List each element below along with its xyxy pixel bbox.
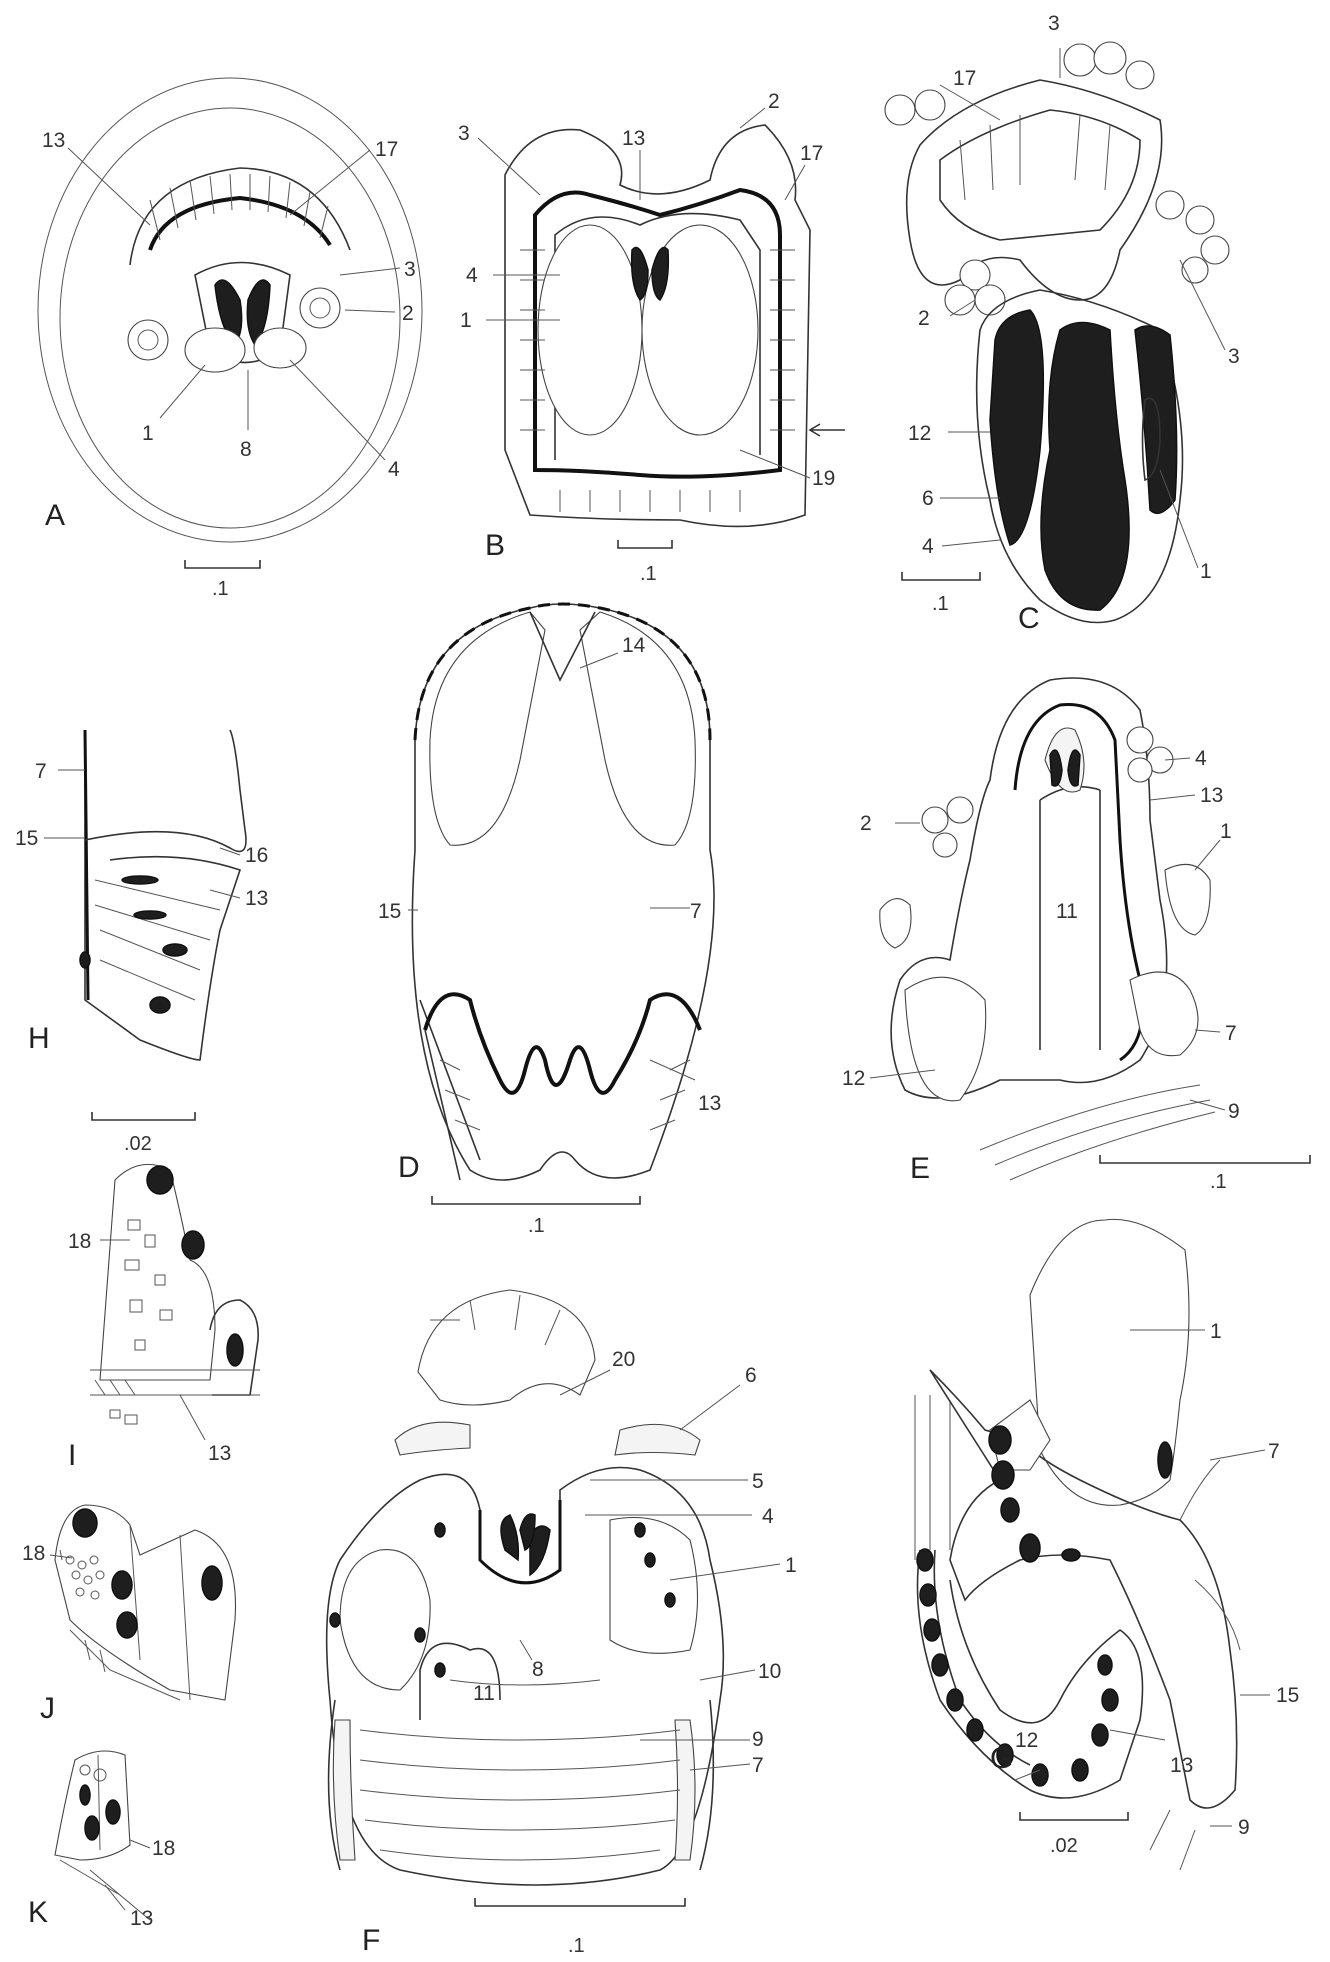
panel-h-label-15: 15 bbox=[15, 827, 38, 850]
panel-g-label-9: 9 bbox=[1238, 1816, 1250, 1839]
panel-e-label-13: 13 bbox=[1200, 784, 1223, 807]
panel-c-label-3-top: 3 bbox=[1048, 12, 1060, 35]
panel-h-scale: .02 bbox=[124, 1133, 152, 1155]
panel-g-label-15: 15 bbox=[1276, 1684, 1299, 1707]
panel-c-label-3-side: 3 bbox=[1228, 345, 1240, 368]
panel-f-label-5: 5 bbox=[752, 1470, 764, 1493]
panel-h: 7 15 16 13 .02 H bbox=[15, 730, 268, 1155]
panel-a: 13 17 3 2 1 8 4 .1 A bbox=[38, 78, 422, 600]
panel-h-label-13: 13 bbox=[245, 887, 268, 910]
panel-d: 14 15 7 13 .1 D bbox=[378, 604, 721, 1237]
panel-i-label-18: 18 bbox=[68, 1230, 91, 1253]
panel-g: 1 7 15 12 13 9 .02 G bbox=[915, 1219, 1299, 1870]
panel-b-scale: .1 bbox=[640, 563, 657, 585]
panel-k: 18 13 K bbox=[28, 1751, 175, 1930]
panel-i: 18 13 I bbox=[68, 1164, 260, 1472]
panel-a-label-17: 17 bbox=[375, 138, 398, 161]
panel-c-letter: C bbox=[1018, 602, 1040, 635]
panel-i-label-13: 13 bbox=[208, 1442, 231, 1465]
panel-g-letter: G bbox=[990, 1742, 1013, 1775]
panel-e-label-11: 11 bbox=[1056, 900, 1078, 923]
panel-g-label-12: 12 bbox=[1015, 1729, 1038, 1752]
panel-d-label-7: 7 bbox=[690, 900, 702, 923]
panel-c-label-12: 12 bbox=[908, 422, 931, 445]
panel-g-scale: .02 bbox=[1050, 1835, 1078, 1857]
panel-f-label-10: 10 bbox=[758, 1660, 781, 1683]
panel-b-label-2: 2 bbox=[768, 90, 780, 113]
panel-d-label-15: 15 bbox=[378, 900, 401, 923]
panel-b: 3 13 2 17 4 1 19 .1 B bbox=[458, 90, 845, 585]
panel-b-label-4: 4 bbox=[466, 264, 478, 287]
panel-d-scale: .1 bbox=[528, 1215, 545, 1237]
panel-b-label-13: 13 bbox=[622, 127, 645, 150]
panel-a-label-8: 8 bbox=[240, 438, 252, 461]
panel-k-label-13: 13 bbox=[130, 1907, 153, 1930]
panel-b-label-19: 19 bbox=[812, 467, 835, 490]
panel-d-label-13: 13 bbox=[698, 1092, 721, 1115]
panel-h-label-7: 7 bbox=[35, 760, 47, 783]
panel-b-label-17: 17 bbox=[800, 142, 823, 165]
panel-e-label-9: 9 bbox=[1228, 1100, 1240, 1123]
panel-j-label-18: 18 bbox=[22, 1542, 45, 1565]
panel-a-label-4: 4 bbox=[388, 458, 400, 481]
panel-h-letter: H bbox=[28, 1022, 50, 1055]
panel-g-label-13: 13 bbox=[1170, 1754, 1193, 1777]
panel-h-label-16: 16 bbox=[245, 844, 268, 867]
panel-c-label-2: 2 bbox=[918, 307, 930, 330]
panel-e-label-4: 4 bbox=[1195, 747, 1207, 770]
panel-c-label-4: 4 bbox=[922, 535, 934, 558]
panel-b-label-1: 1 bbox=[460, 309, 472, 332]
panel-j: 18 J bbox=[22, 1505, 236, 1725]
panel-a-label-3: 3 bbox=[404, 258, 416, 281]
panel-c-label-1: 1 bbox=[1200, 560, 1212, 583]
panel-f-label-11: 11 bbox=[473, 1682, 495, 1705]
panel-c: 3 17 2 3 12 6 4 1 .1 C bbox=[885, 12, 1240, 635]
panel-c-label-17: 17 bbox=[953, 67, 976, 90]
panel-f-label-7: 7 bbox=[752, 1754, 764, 1777]
panel-b-label-3: 3 bbox=[458, 122, 470, 145]
panel-k-label-18: 18 bbox=[152, 1837, 175, 1860]
panel-a-letter: A bbox=[45, 499, 65, 532]
panel-f-letter: F bbox=[362, 1924, 380, 1957]
panel-e: 4 13 2 1 11 7 12 9 .1 E bbox=[842, 678, 1310, 1193]
panel-f-label-6: 6 bbox=[745, 1364, 757, 1387]
panel-a-label-2: 2 bbox=[402, 302, 414, 325]
panel-e-letter: E bbox=[910, 1152, 930, 1185]
panel-f-scale: .1 bbox=[568, 1935, 585, 1957]
panel-g-label-7: 7 bbox=[1268, 1440, 1280, 1463]
panel-k-letter: K bbox=[28, 1896, 48, 1929]
panel-g-label-1: 1 bbox=[1210, 1320, 1222, 1343]
panel-e-label-7: 7 bbox=[1225, 1022, 1237, 1045]
panel-f-label-1: 1 bbox=[785, 1554, 797, 1577]
panel-a-label-1: 1 bbox=[142, 422, 154, 445]
panel-f-label-8: 8 bbox=[532, 1658, 544, 1681]
panel-f-label-9: 9 bbox=[752, 1728, 764, 1751]
panel-d-label-14: 14 bbox=[622, 634, 646, 657]
panel-e-scale: .1 bbox=[1210, 1171, 1227, 1193]
panel-a-scale: .1 bbox=[212, 578, 229, 600]
panel-d-letter: D bbox=[398, 1151, 420, 1184]
panel-c-label-6: 6 bbox=[922, 487, 934, 510]
panel-j-letter: J bbox=[40, 1692, 55, 1725]
panel-i-letter: I bbox=[68, 1439, 76, 1472]
panel-f-label-4: 4 bbox=[762, 1505, 774, 1528]
panel-e-label-1: 1 bbox=[1220, 820, 1232, 843]
panel-a-label-13: 13 bbox=[42, 129, 65, 152]
panel-e-label-12: 12 bbox=[842, 1067, 865, 1090]
panel-c-scale: .1 bbox=[932, 593, 949, 615]
panel-b-letter: B bbox=[485, 529, 505, 562]
panel-f: 20 6 5 4 1 10 11 8 9 7 .1 F bbox=[327, 1290, 797, 1957]
panel-f-label-20: 20 bbox=[612, 1348, 635, 1371]
panel-e-label-2: 2 bbox=[860, 812, 872, 835]
